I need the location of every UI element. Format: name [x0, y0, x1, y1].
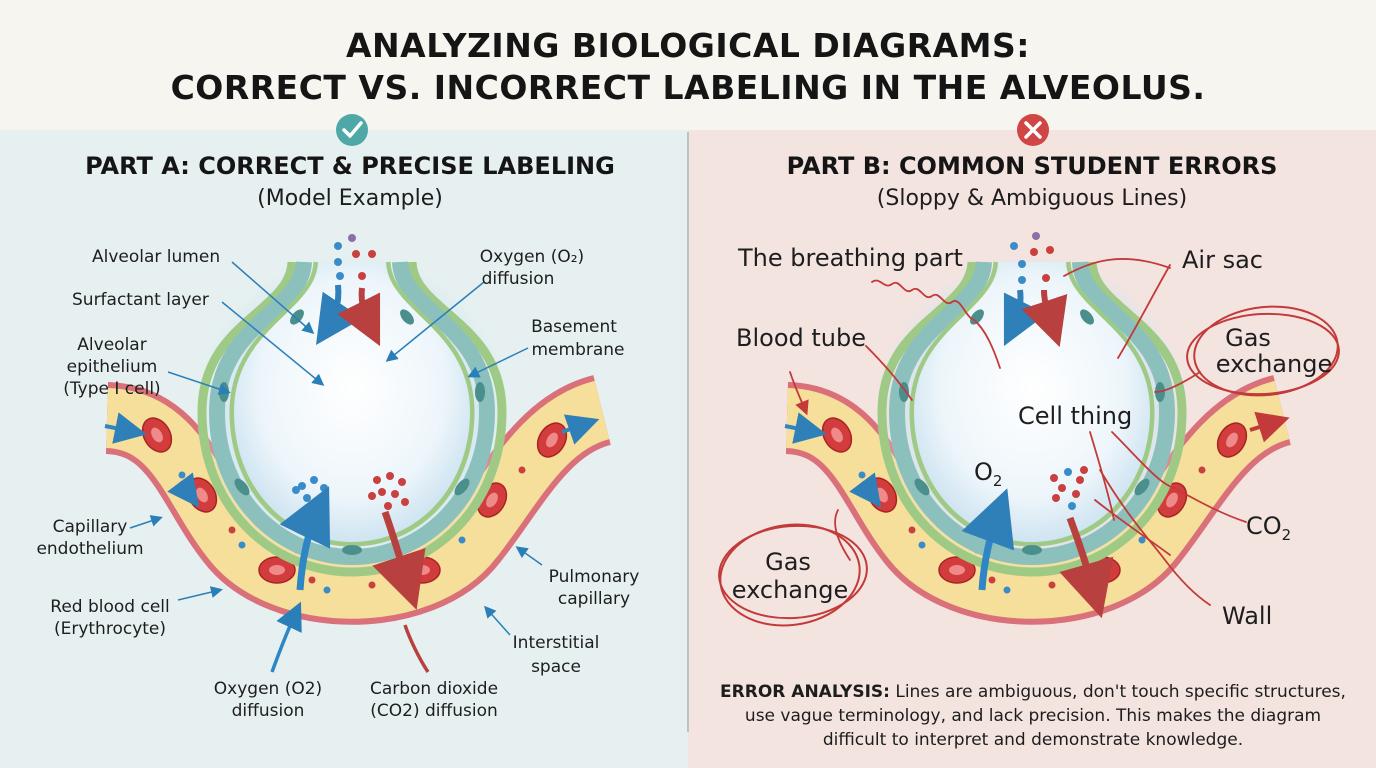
label-red-blood-cell-1: Red blood cell: [50, 597, 169, 617]
label-cell-thing: Cell thing: [1018, 402, 1132, 430]
label-capillary-endothelium-1: Capillary: [53, 517, 128, 537]
panel-b-leader-lines: [789, 258, 1247, 606]
panel-a-leader-lines: [129, 261, 543, 636]
label-interstitial-space-2: space: [531, 657, 581, 677]
label-co2: CO2: [1246, 512, 1291, 544]
error-analysis: ERROR ANALYSIS: Lines are ambiguous, don…: [720, 680, 1346, 752]
label-blood-tube: Blood tube: [736, 324, 866, 352]
panel-a-diagram: [105, 234, 602, 673]
error-analysis-text: Lines are ambiguous, don't touch specifi…: [744, 682, 1346, 750]
label-alveolar-epithelium-2: epithelium: [67, 357, 158, 377]
label-surfactant-layer: Surfactant layer: [72, 290, 209, 310]
page-title-line-2: CORRECT VS. INCORRECT LABELING IN THE AL…: [170, 68, 1206, 107]
header: ANALYZING BIOLOGICAL DIAGRAMS: CORRECT V…: [0, 0, 1376, 130]
label-co2-diffusion-2: (CO2) diffusion: [370, 701, 498, 721]
label-o2-main: O: [974, 458, 993, 486]
label-gas-exchange-bottom-1: Gas: [765, 548, 811, 576]
label-basement-membrane-1: Basement: [531, 317, 617, 337]
panel-b-labels: The breathing part Air sac Blood tube Ga…: [732, 244, 1332, 630]
label-o2-subscript: 2: [993, 472, 1003, 490]
panel-b-ellipses: [718, 305, 1340, 627]
label-co2-diffusion-1: Carbon dioxide: [370, 679, 498, 699]
check-icon: [336, 114, 368, 146]
label-oxygen-diffusion-bottom-2: diffusion: [232, 701, 305, 721]
panel-a-heading: PART A: CORRECT & PRECISE LABELING: [85, 152, 615, 180]
label-alveolar-epithelium-3: (Type I cell): [63, 379, 160, 399]
panel-b-subheading: (Sloppy & Ambiguous Lines): [876, 186, 1188, 211]
label-oxygen-diffusion-top-2: diffusion: [482, 269, 555, 289]
label-gas-exchange-top-2: exchange: [1216, 350, 1332, 378]
label-o2: O2: [974, 458, 1002, 490]
label-co2-main: CO: [1246, 512, 1282, 540]
label-interstitial-space-1: Interstitial: [513, 633, 600, 653]
panel-divider: [687, 132, 689, 732]
label-alveolar-lumen: Alveolar lumen: [92, 247, 220, 267]
label-oxygen-diffusion-top-1: Oxygen (O₂): [480, 247, 584, 267]
label-red-blood-cell-2: (Erythrocyte): [54, 619, 166, 639]
label-wall: Wall: [1222, 602, 1272, 630]
label-basement-membrane-2: membrane: [531, 340, 624, 360]
label-oxygen-diffusion-bottom-1: Oxygen (O2): [214, 679, 322, 699]
label-gas-exchange-bottom-2: exchange: [732, 576, 848, 604]
label-alveolar-epithelium-1: Alveolar: [77, 335, 146, 355]
label-gas-exchange-top-1: Gas: [1225, 324, 1271, 352]
x-icon: [1017, 114, 1049, 146]
label-air-sac: Air sac: [1182, 246, 1263, 274]
label-co2-subscript: 2: [1282, 526, 1292, 544]
panel-b-heading: PART B: COMMON STUDENT ERRORS: [786, 152, 1278, 180]
panel-a-labels: Alveolar lumen Surfactant layer Alveolar…: [36, 247, 639, 721]
label-breathing-part: The breathing part: [737, 244, 963, 272]
label-pulmonary-capillary-1: Pulmonary: [549, 567, 640, 587]
error-analysis-label: ERROR ANALYSIS:: [720, 682, 890, 702]
page-title-line-1: ANALYZING BIOLOGICAL DIAGRAMS:: [346, 26, 1030, 65]
panel-a-subheading: (Model Example): [257, 186, 443, 211]
label-capillary-endothelium-2: endothelium: [36, 539, 143, 559]
label-pulmonary-capillary-2: capillary: [558, 589, 630, 609]
panel-b-diagram: [785, 232, 1282, 598]
